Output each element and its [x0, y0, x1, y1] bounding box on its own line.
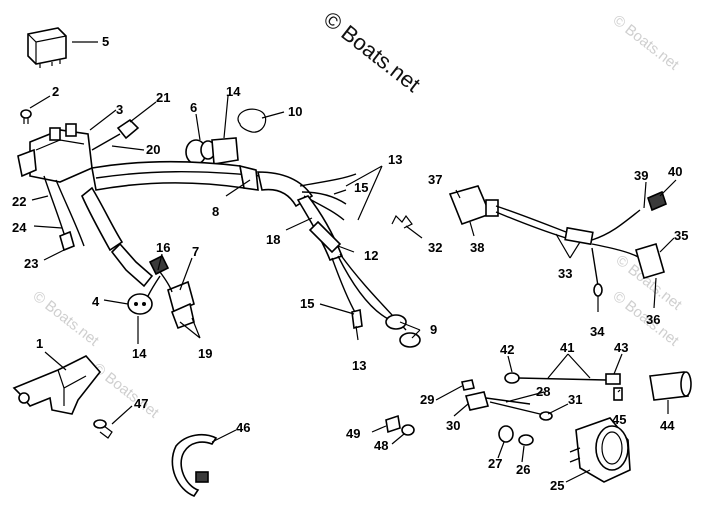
- callout-39: 39: [634, 168, 648, 183]
- watermark-bottom-left: © Boats.net: [90, 360, 163, 422]
- terminal-40-part: [647, 190, 667, 212]
- callout-14b: 14: [132, 346, 147, 361]
- callout-3: 3: [116, 102, 123, 117]
- callout-15a: 15: [354, 180, 368, 195]
- callout-19: 19: [198, 346, 212, 361]
- bracket-part: [12, 355, 102, 415]
- callout-12: 12: [364, 248, 378, 263]
- callout-23: 23: [24, 256, 38, 271]
- callout-29: 29: [420, 392, 434, 407]
- callout-34: 34: [590, 324, 605, 339]
- callout-31: 31: [568, 392, 582, 407]
- watermark-top-right: © Boats.net: [610, 12, 683, 74]
- pin-45-part: [613, 387, 623, 401]
- screw-48-part: [401, 424, 415, 436]
- callout-5: 5: [102, 34, 109, 49]
- callout-15b: 15: [300, 296, 314, 311]
- callout-27: 27: [488, 456, 502, 471]
- callout-26: 26: [516, 462, 530, 477]
- grommet-part: [185, 139, 216, 165]
- gauge-part: [569, 417, 631, 483]
- callout-13a: 13: [388, 152, 402, 167]
- rod-41-part: [504, 372, 621, 385]
- callout-14a: 14: [226, 84, 241, 99]
- plug-37-part: [448, 185, 641, 297]
- bulb-26-part: [518, 434, 534, 446]
- callout-32: 32: [428, 240, 442, 255]
- callout-44: 44: [660, 418, 675, 433]
- screw-47-part: [93, 419, 113, 439]
- callout-24: 24: [12, 220, 27, 235]
- callout-22: 22: [12, 194, 26, 209]
- socket-part: [127, 275, 161, 315]
- callout-49: 49: [346, 426, 360, 441]
- callout-20: 20: [146, 142, 160, 157]
- callout-4: 4: [92, 294, 100, 309]
- callout-47: 47: [134, 396, 148, 411]
- callout-38: 38: [470, 240, 484, 255]
- callout-33: 33: [558, 266, 572, 281]
- callout-28: 28: [536, 384, 550, 399]
- callout-8: 8: [212, 204, 219, 219]
- strap-part: [171, 433, 218, 497]
- switch-housing-part: [17, 123, 93, 183]
- callout-42: 42: [500, 342, 514, 357]
- callout-30: 30: [446, 418, 460, 433]
- clip-part: [391, 214, 413, 229]
- watermark-main: © Boats.net: [319, 6, 425, 97]
- connector-7-part: [159, 271, 195, 330]
- callout-18: 18: [266, 232, 280, 247]
- leader-lines: [29, 41, 677, 483]
- callout-46: 46: [236, 420, 250, 435]
- callout-41: 41: [560, 340, 574, 355]
- callout-35: 35: [674, 228, 688, 243]
- callout-37: 37: [428, 172, 442, 187]
- callout-43: 43: [614, 340, 628, 355]
- callout-7: 7: [192, 244, 199, 259]
- callout-48: 48: [374, 438, 388, 453]
- clamp-part: [237, 108, 267, 133]
- sleeve-part: [649, 371, 692, 401]
- callout-25: 25: [550, 478, 564, 493]
- bracket-49-part: [385, 414, 401, 434]
- callout-1: 1: [36, 336, 43, 351]
- callout-16: 16: [156, 240, 170, 255]
- cable-tie-14-top: [211, 137, 239, 165]
- callout-6: 6: [190, 100, 197, 115]
- connector-35-part: [635, 243, 665, 279]
- callout-21: 21: [156, 90, 170, 105]
- relay-part: [27, 27, 67, 68]
- callout-40: 40: [668, 164, 682, 179]
- callout-labels: 5 2 3 21 6 14 10 20 22 8 24 23 16 7 4 14…: [12, 34, 688, 493]
- callout-45: 45: [612, 412, 626, 427]
- callout-9: 9: [430, 322, 437, 337]
- screw-part: [20, 109, 32, 124]
- nut-27-part: [498, 425, 514, 443]
- callout-36: 36: [646, 312, 660, 327]
- callout-2: 2: [52, 84, 59, 99]
- connector-21-part: [116, 118, 140, 140]
- callout-13b: 13: [352, 358, 366, 373]
- callout-10: 10: [288, 104, 302, 119]
